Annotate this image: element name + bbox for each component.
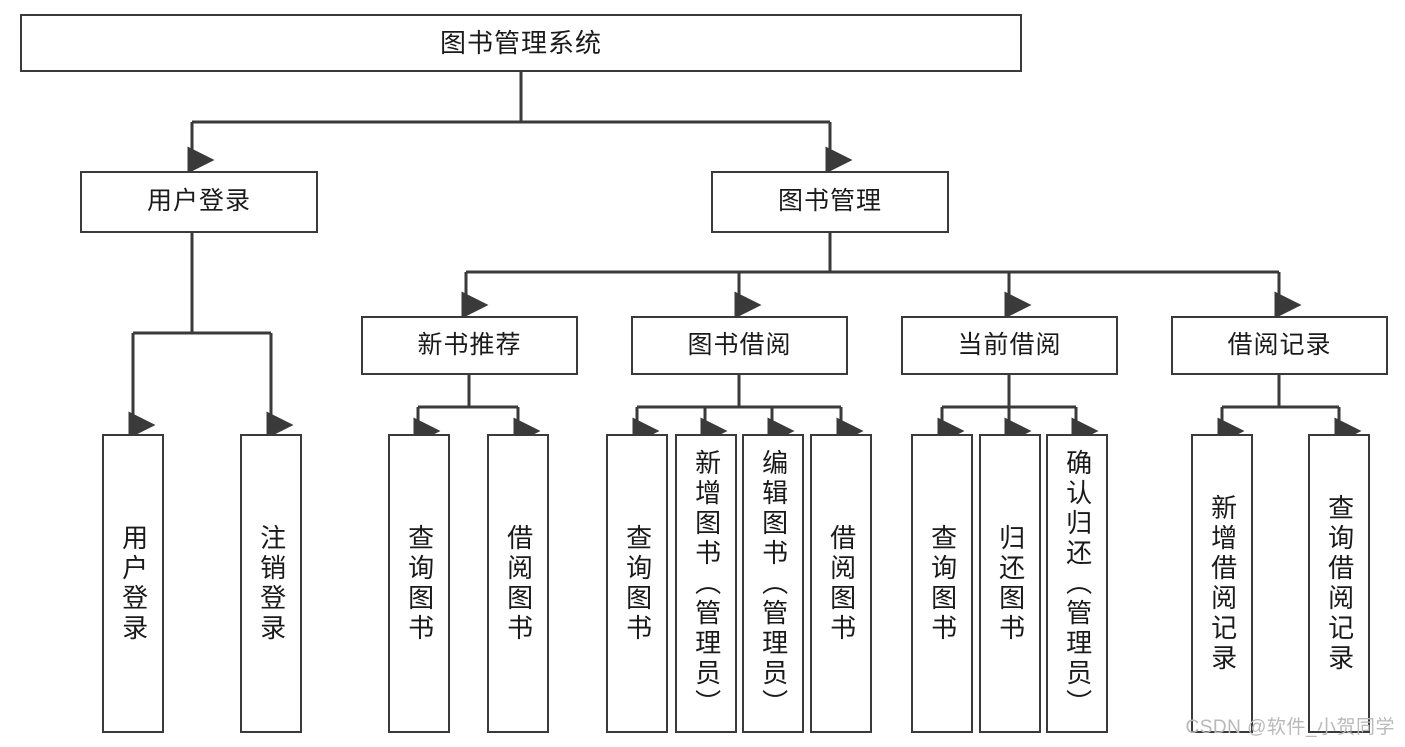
node-label: 图书管理系统 (439, 27, 602, 58)
leaf-new-book-borrow-book[interactable]: 借阅图书 (487, 434, 549, 733)
leaf-current-borrow-query-book[interactable]: 查询图书 (911, 434, 973, 733)
node-book-management[interactable]: 图书管理 (711, 171, 949, 233)
node-label: 查询图书 (404, 523, 435, 644)
leaf-current-borrow-confirm-return-admin[interactable]: 确认归还（管理员） (1046, 434, 1108, 733)
node-label: 新增借阅记录 (1207, 493, 1238, 674)
node-label: 归还图书 (995, 523, 1026, 644)
leaf-borrow-record-query-record[interactable]: 查询借阅记录 (1308, 434, 1370, 733)
leaf-new-book-query-book[interactable]: 查询图书 (388, 434, 450, 733)
leaf-book-borrow-edit-book-admin[interactable]: 编辑图书（管理员） (742, 434, 804, 733)
node-label: 用户登录 (146, 187, 251, 216)
node-root-book-management-system[interactable]: 图书管理系统 (20, 14, 1022, 72)
node-borrow-record[interactable]: 借阅记录 (1171, 316, 1388, 375)
node-label: 新增图书（管理员） (691, 448, 722, 719)
node-label: 注销登录 (256, 523, 287, 644)
node-book-borrow[interactable]: 图书借阅 (631, 316, 848, 375)
node-label: 图书借阅 (687, 330, 792, 359)
node-label: 查询图书 (622, 523, 653, 644)
leaf-current-borrow-return-book[interactable]: 归还图书 (979, 434, 1041, 733)
node-label: 当前借阅 (957, 330, 1062, 359)
leaf-borrow-record-add-record[interactable]: 新增借阅记录 (1191, 434, 1253, 733)
node-current-borrow[interactable]: 当前借阅 (901, 316, 1118, 375)
leaf-book-borrow-query-book[interactable]: 查询图书 (606, 434, 668, 733)
node-label: 借阅图书 (503, 523, 534, 644)
node-user-login[interactable]: 用户登录 (80, 171, 318, 233)
leaf-book-borrow-borrow-book[interactable]: 借阅图书 (810, 434, 872, 733)
node-label: 确认归还（管理员） (1062, 448, 1093, 719)
node-label: 用户登录 (118, 523, 149, 644)
csdn-watermark: CSDN @软件_小贺同学 (1185, 717, 1395, 738)
node-label: 查询借阅记录 (1324, 493, 1355, 674)
leaf-user-login-login[interactable]: 用户登录 (102, 434, 164, 733)
node-label: 新书推荐 (417, 330, 522, 359)
node-label: 编辑图书（管理员） (758, 448, 789, 719)
node-label: 借阅记录 (1227, 330, 1332, 359)
leaf-user-login-logout[interactable]: 注销登录 (240, 434, 302, 733)
leaf-book-borrow-add-book-admin[interactable]: 新增图书（管理员） (675, 434, 737, 733)
node-label: 查询图书 (927, 523, 958, 644)
node-new-book-recommend[interactable]: 新书推荐 (361, 316, 578, 375)
node-label: 借阅图书 (826, 523, 857, 644)
node-label: 图书管理 (777, 187, 882, 216)
